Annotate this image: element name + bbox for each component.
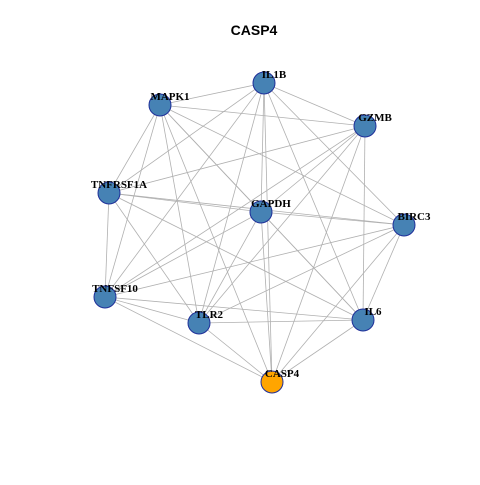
node-label-gapdh: GAPDH — [251, 198, 291, 210]
edge-tlr2-casp4 — [198, 322, 273, 383]
edge-il1b-birc3 — [263, 82, 405, 226]
edge-gzmb-il6 — [362, 125, 366, 321]
node-label-birc3: BIRC3 — [397, 211, 431, 223]
node-birc3 — [392, 213, 416, 237]
edge-birc3-il6 — [362, 224, 405, 321]
edge-il6-casp4 — [271, 319, 364, 383]
node-label-tnfsf10: TNFSF10 — [92, 283, 138, 295]
edge-tnfsf10-tlr2 — [104, 296, 200, 324]
edge-mapk1-gzmb — [159, 104, 366, 127]
edge-tnfrsf1a-tnfsf10 — [104, 192, 110, 298]
node-label-il6: IL6 — [364, 306, 382, 318]
edge-gzmb-tlr2 — [198, 125, 366, 324]
node-label-mapk1: MAPK1 — [150, 91, 189, 103]
edge-mapk1-tnfrsf1a — [108, 104, 161, 194]
edge-il1b-tnfrsf1a — [108, 82, 265, 194]
edge-il1b-tlr2 — [198, 82, 265, 324]
edge-birc3-tnfsf10 — [104, 224, 405, 298]
node-label-tlr2: TLR2 — [195, 309, 224, 321]
node-tlr2 — [187, 311, 211, 335]
node-casp4 — [260, 370, 284, 394]
graph-title: CASP4 — [231, 22, 278, 38]
edge-gapdh-birc3 — [260, 211, 405, 226]
edge-il1b-casp4 — [263, 82, 273, 383]
edge-tnfsf10-casp4 — [104, 296, 273, 383]
edge-mapk1-tnfsf10 — [104, 104, 161, 298]
node-label-gzmb: GZMB — [358, 112, 392, 124]
edge-gapdh-il6 — [260, 211, 364, 321]
edge-gzmb-tnfsf10 — [104, 125, 366, 298]
edge-il1b-gapdh — [260, 82, 265, 213]
node-label-casp4: CASP4 — [265, 368, 300, 380]
edge-gapdh-tlr2 — [198, 211, 262, 324]
edge-il1b-il6 — [263, 82, 364, 321]
edge-tnfsf10-il6 — [104, 296, 364, 321]
edge-tnfrsf1a-gapdh — [108, 192, 262, 213]
node-tnfrsf1a — [97, 181, 121, 205]
node-gapdh — [249, 200, 273, 224]
edge-il1b-mapk1 — [159, 82, 265, 106]
edge-mapk1-tlr2 — [159, 104, 200, 324]
edge-gzmb-gapdh — [260, 125, 366, 213]
nodes-layer — [93, 71, 416, 394]
node-label-il1b: IL1B — [262, 69, 287, 81]
edge-gzmb-tnfrsf1a — [108, 125, 366, 194]
edge-il1b-tnfsf10 — [104, 82, 265, 298]
edge-birc3-casp4 — [271, 224, 405, 383]
edge-gzmb-casp4 — [271, 125, 366, 383]
edge-gapdh-tnfsf10 — [104, 211, 262, 298]
node-gzmb — [353, 114, 377, 138]
node-tnfsf10 — [93, 285, 117, 309]
edge-il1b-gzmb — [263, 82, 366, 127]
node-label-tnfrsf1a: TNFRSF1A — [91, 179, 147, 191]
edge-birc3-tlr2 — [198, 224, 405, 324]
node-mapk1 — [148, 93, 172, 117]
edge-mapk1-casp4 — [159, 104, 273, 383]
edge-tnfrsf1a-tlr2 — [108, 192, 200, 324]
edge-tlr2-il6 — [198, 319, 364, 324]
node-il1b — [252, 71, 276, 95]
edge-mapk1-birc3 — [159, 104, 405, 226]
node-il6 — [351, 308, 375, 332]
edge-gapdh-casp4 — [260, 211, 273, 383]
